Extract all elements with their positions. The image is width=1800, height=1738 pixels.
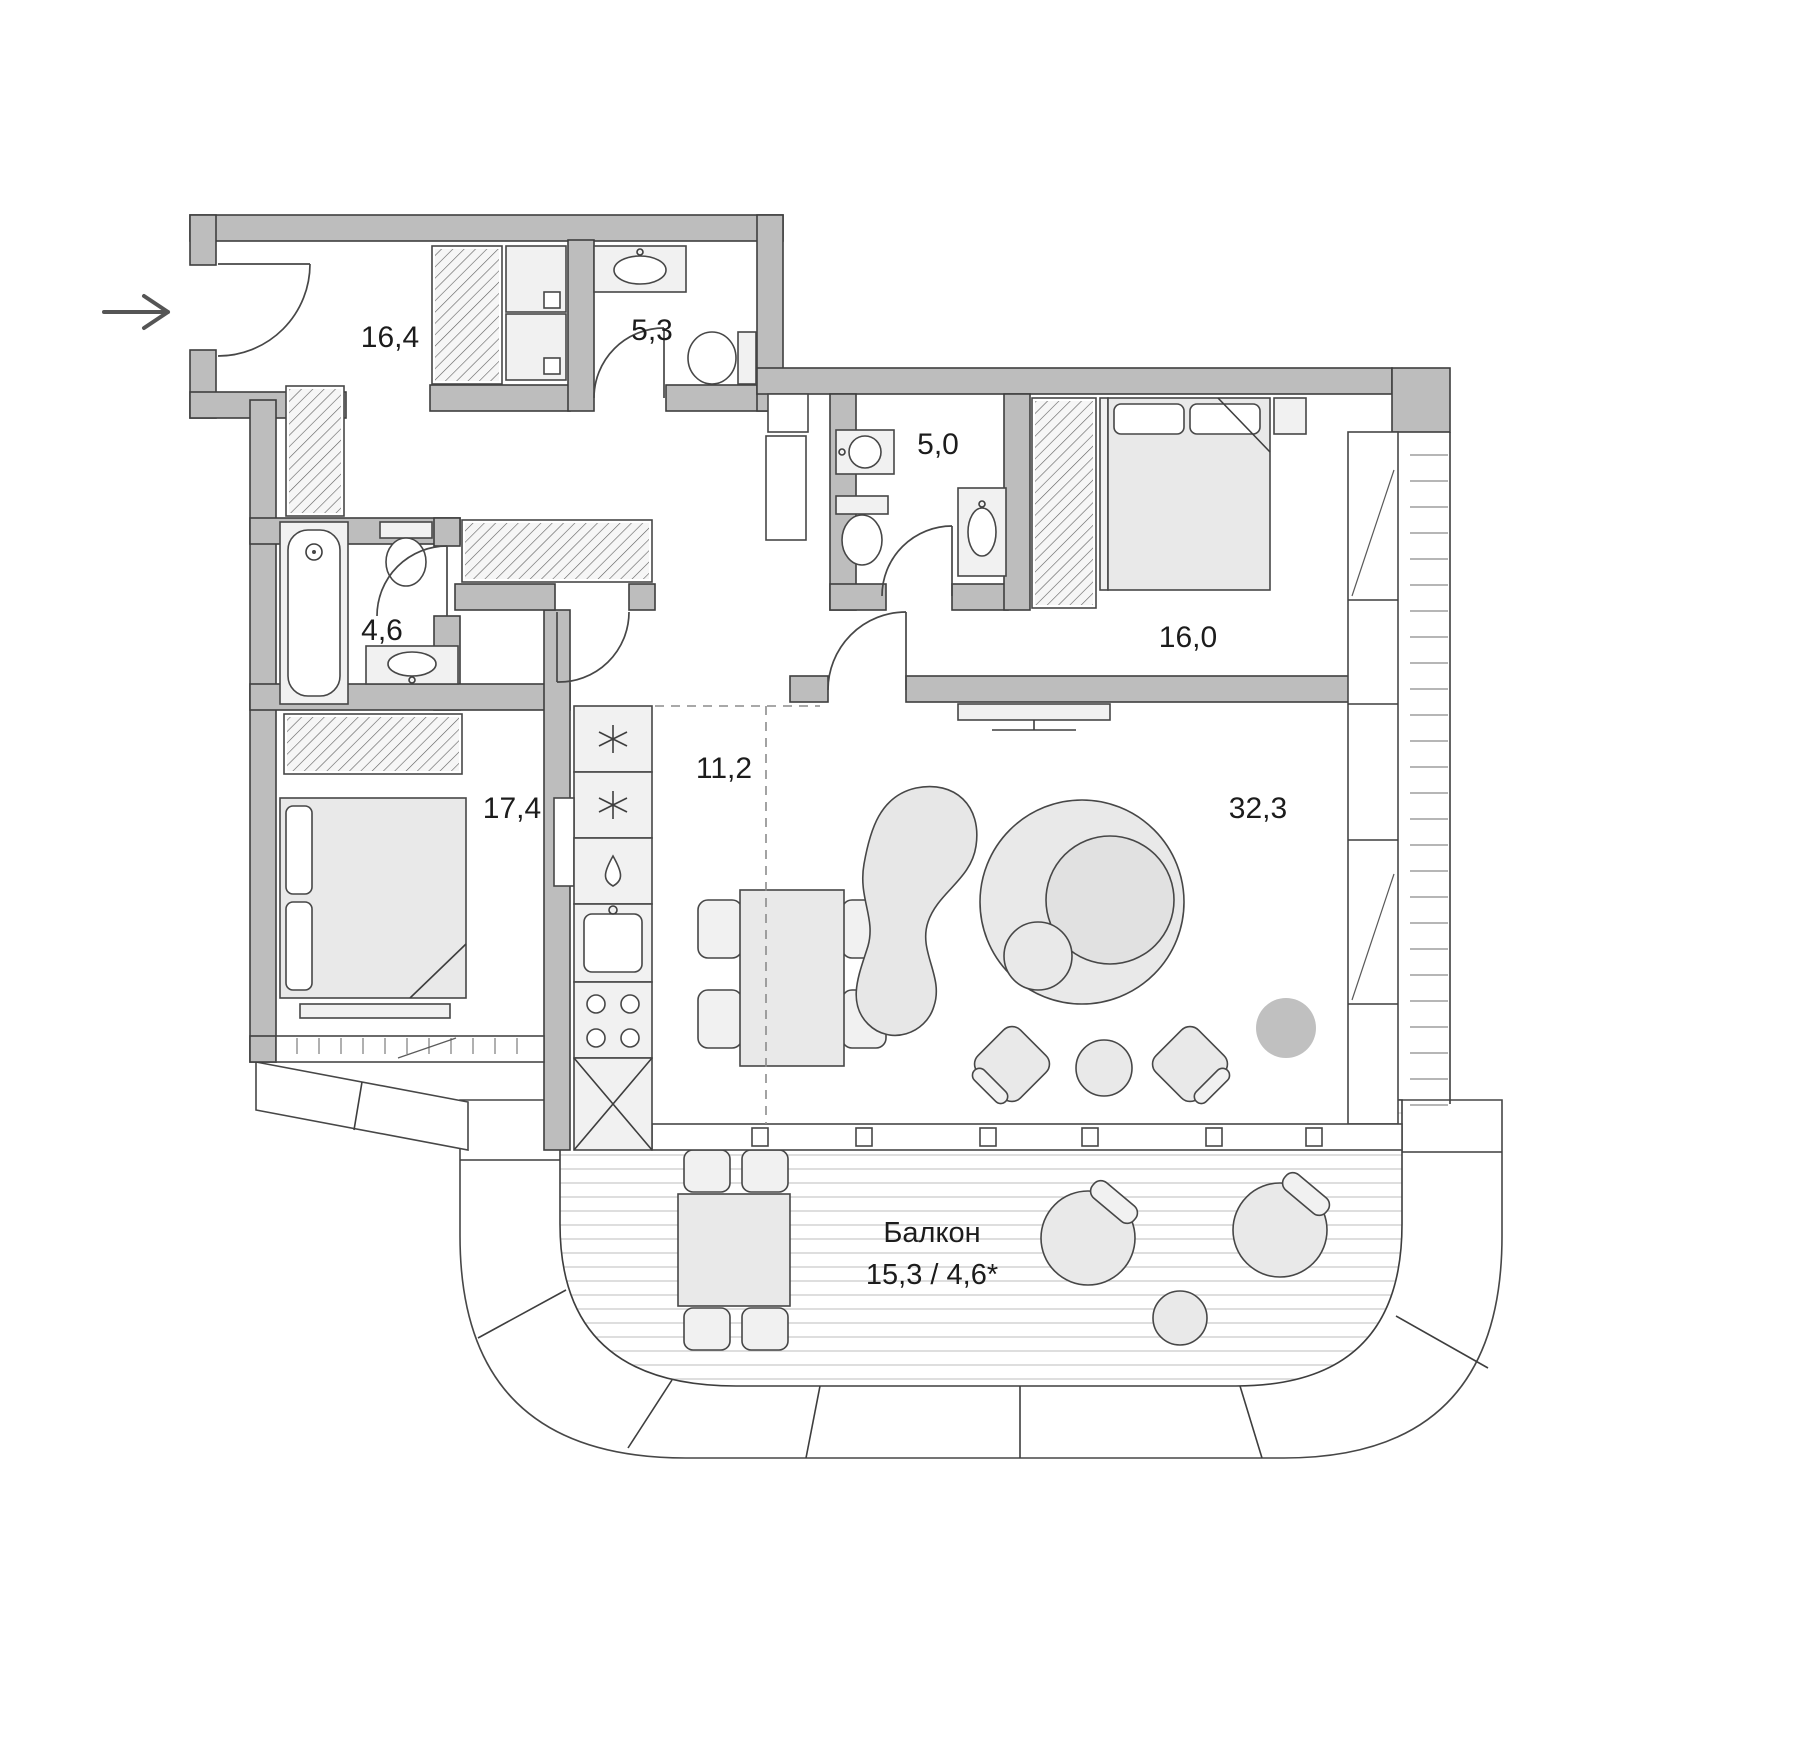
kitchen-units [553, 705, 653, 1151]
closet-hallway-icon [431, 245, 503, 385]
wardrobe-corridor-left-icon [285, 385, 345, 517]
window-bottom [651, 1123, 1403, 1151]
zone-boundary [655, 705, 820, 1124]
door-bathroom-left-icon [376, 545, 448, 617]
balcony-lounge-chair-icon [1040, 1179, 1139, 1286]
drain-icon [604, 854, 622, 887]
entry-arrow-icon [102, 294, 170, 330]
balcony-lounge-chair-icon [1232, 1171, 1331, 1278]
kitchen-column [553, 797, 575, 887]
balcony-rim-left-band [255, 1061, 469, 1151]
vanity-icon [957, 487, 1007, 577]
balcony-name-label: Балкон [883, 1217, 980, 1249]
balcony-chair-icon [683, 1307, 731, 1351]
fixtures [279, 245, 1007, 705]
balcony-side-table-icon [1152, 1290, 1208, 1346]
sofa-icon [855, 785, 978, 1037]
kitchen-sink-icon [573, 903, 653, 983]
living-room-furniture [697, 703, 1316, 1105]
bed-icon [279, 797, 467, 999]
bench-icon [299, 1003, 451, 1019]
room-labels: 16,4 5,3 5,0 4,6 16,0 11,2 17,4 32,3 Бал… [361, 314, 1287, 1291]
balcony-table-icon [677, 1193, 791, 1307]
window-ticks [280, 1038, 538, 1058]
door-bathroom-right-icon [881, 525, 953, 597]
nightstand-icon [1273, 397, 1307, 435]
tv-console-icon [957, 703, 1111, 731]
balcony-chair-icon [741, 1307, 789, 1351]
dryer-icon [505, 313, 567, 381]
fridge-icon [573, 1057, 653, 1151]
room-label-living: 32,3 [1229, 792, 1287, 825]
stove-icon [573, 981, 653, 1059]
wardrobe-corridor-icon [461, 519, 653, 583]
room-label-bedroom-right: 16,0 [1159, 621, 1217, 654]
sink-icon [593, 245, 687, 293]
coffee-table-icon [1075, 1039, 1133, 1097]
bedroom-left-furniture [279, 797, 467, 1019]
room-label-bathroom-right: 5,0 [917, 428, 959, 461]
kitchen-cabinet-icon [573, 705, 653, 773]
toilet-icon [379, 521, 433, 587]
pouf-icon [1256, 998, 1316, 1058]
entry-door-icon [217, 263, 311, 357]
headboard [1099, 397, 1109, 591]
bed-icon [1107, 397, 1271, 591]
doors [217, 263, 953, 691]
wardrobe-bedroom-right-icon [1031, 397, 1097, 609]
armchair-icon [971, 1025, 1051, 1105]
room-label-kitchen: 11,2 [696, 752, 752, 785]
toilet-icon [687, 331, 757, 385]
door-kitchen-icon [556, 611, 630, 683]
toilet-icon [835, 495, 889, 566]
sink-icon [365, 645, 459, 685]
door-bathroom-top-icon [593, 327, 665, 399]
armchair-icon [1151, 1025, 1231, 1105]
room-label-bathroom-left: 4,6 [361, 614, 403, 647]
window-right [1347, 431, 1399, 1125]
bathtub-icon [279, 521, 349, 705]
shaft [767, 393, 809, 433]
balcony-furniture [677, 1149, 1331, 1351]
windows [275, 431, 1451, 1151]
bedroom-right-furniture [1099, 397, 1307, 591]
room-label-bedroom-left: 17,4 [483, 792, 541, 825]
window-sill-ticks [1398, 436, 1448, 1120]
wall-niche [765, 435, 807, 541]
door-bedroom-right-icon [827, 611, 907, 691]
balcony-chair-icon [741, 1149, 789, 1193]
balcony-chair-icon [683, 1149, 731, 1193]
balcony-area-label: 15,3 / 4,6* [866, 1259, 998, 1291]
wardrobes [283, 245, 1097, 775]
wardrobe-bedroom-left-icon [283, 713, 463, 775]
room-label-bathroom-top: 5,3 [631, 314, 673, 347]
room-label-hallway: 16,4 [361, 321, 419, 354]
sink-icon [835, 429, 895, 475]
rug-icon [979, 799, 1185, 1005]
